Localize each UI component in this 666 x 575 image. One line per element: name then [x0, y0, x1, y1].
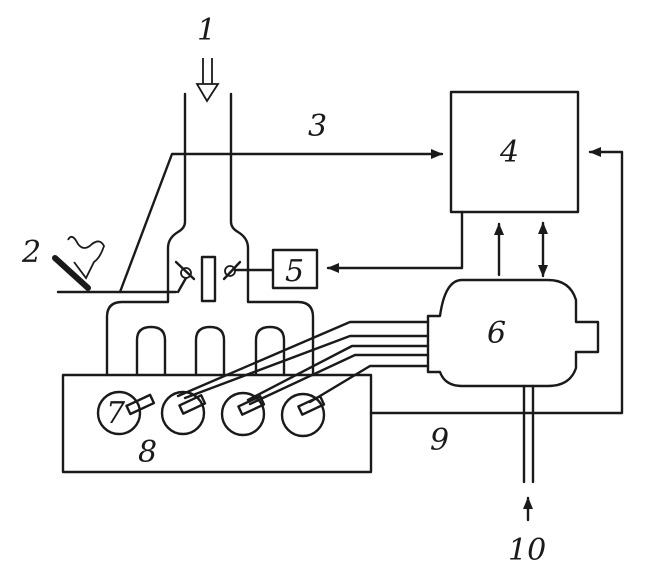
label-6: 6 — [487, 316, 506, 351]
label-4: 4 — [499, 135, 519, 170]
controller-block — [449, 90, 580, 214]
label-9: 9 — [430, 423, 449, 458]
injectors — [125, 393, 326, 416]
engine-feedback-line — [369, 147, 624, 415]
control-unit-6 — [426, 278, 600, 388]
accelerator-pedal-icon — [52, 235, 105, 291]
label-10: 10 — [508, 533, 546, 568]
engine-block — [61, 373, 373, 474]
cylinders — [96, 390, 326, 438]
label-7: 7 — [106, 396, 126, 431]
label-2: 2 — [21, 235, 41, 270]
injector-wires — [176, 320, 430, 406]
controller-to-actuator-line — [326, 210, 464, 273]
throttle-valve — [174, 255, 242, 303]
input-10-line — [522, 384, 535, 522]
label-8: 8 — [138, 435, 157, 470]
label-5: 5 — [285, 254, 304, 289]
intake-air-arrow — [195, 58, 220, 103]
pedal-signal-line — [56, 149, 444, 294]
intake-manifold — [105, 92, 315, 377]
label-1: 1 — [197, 13, 216, 48]
label-3: 3 — [308, 109, 327, 144]
